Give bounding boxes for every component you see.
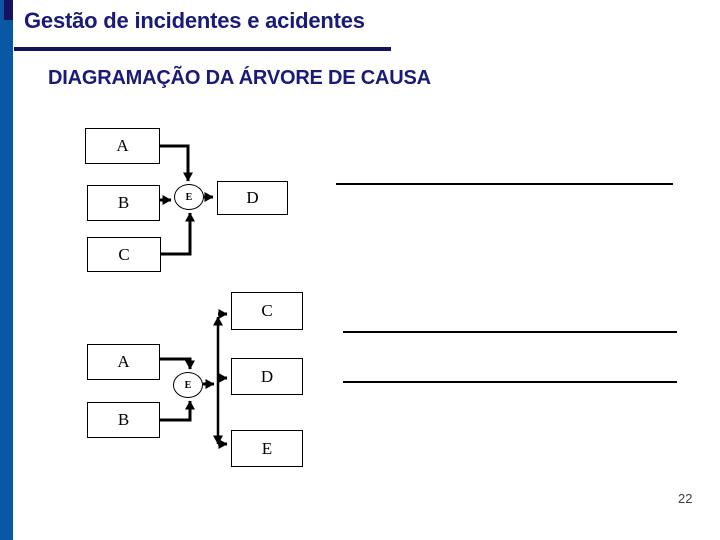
- tree1-box-c: C: [87, 237, 161, 272]
- tree2-box-a: A: [87, 344, 160, 380]
- tree2-box-e: E: [231, 430, 303, 467]
- answer-line-2: [343, 331, 677, 333]
- answer-line-3: [343, 381, 677, 383]
- tree1-box-a: A: [85, 128, 160, 164]
- slide-subtitle: DIAGRAMAÇÃO DA ÁRVORE DE CAUSA: [48, 67, 431, 89]
- tree1-box-b: B: [87, 185, 160, 221]
- tree2-box-b: B: [87, 402, 160, 438]
- tree1-box-d: D: [217, 181, 288, 215]
- left-accent-bar-cap: [4, 0, 13, 20]
- slide-title: Gestão de incidentes e acidentes: [24, 8, 365, 33]
- left-accent-bar: [0, 0, 13, 540]
- tree2-junction-ellipse: E: [173, 372, 203, 398]
- tree2-box-c: C: [231, 292, 303, 330]
- tree2-box-d: D: [231, 358, 303, 395]
- page-number: 22: [678, 491, 693, 506]
- answer-line-1: [336, 183, 673, 185]
- tree1-junction-ellipse: E: [174, 184, 204, 210]
- title-underline: [14, 47, 391, 51]
